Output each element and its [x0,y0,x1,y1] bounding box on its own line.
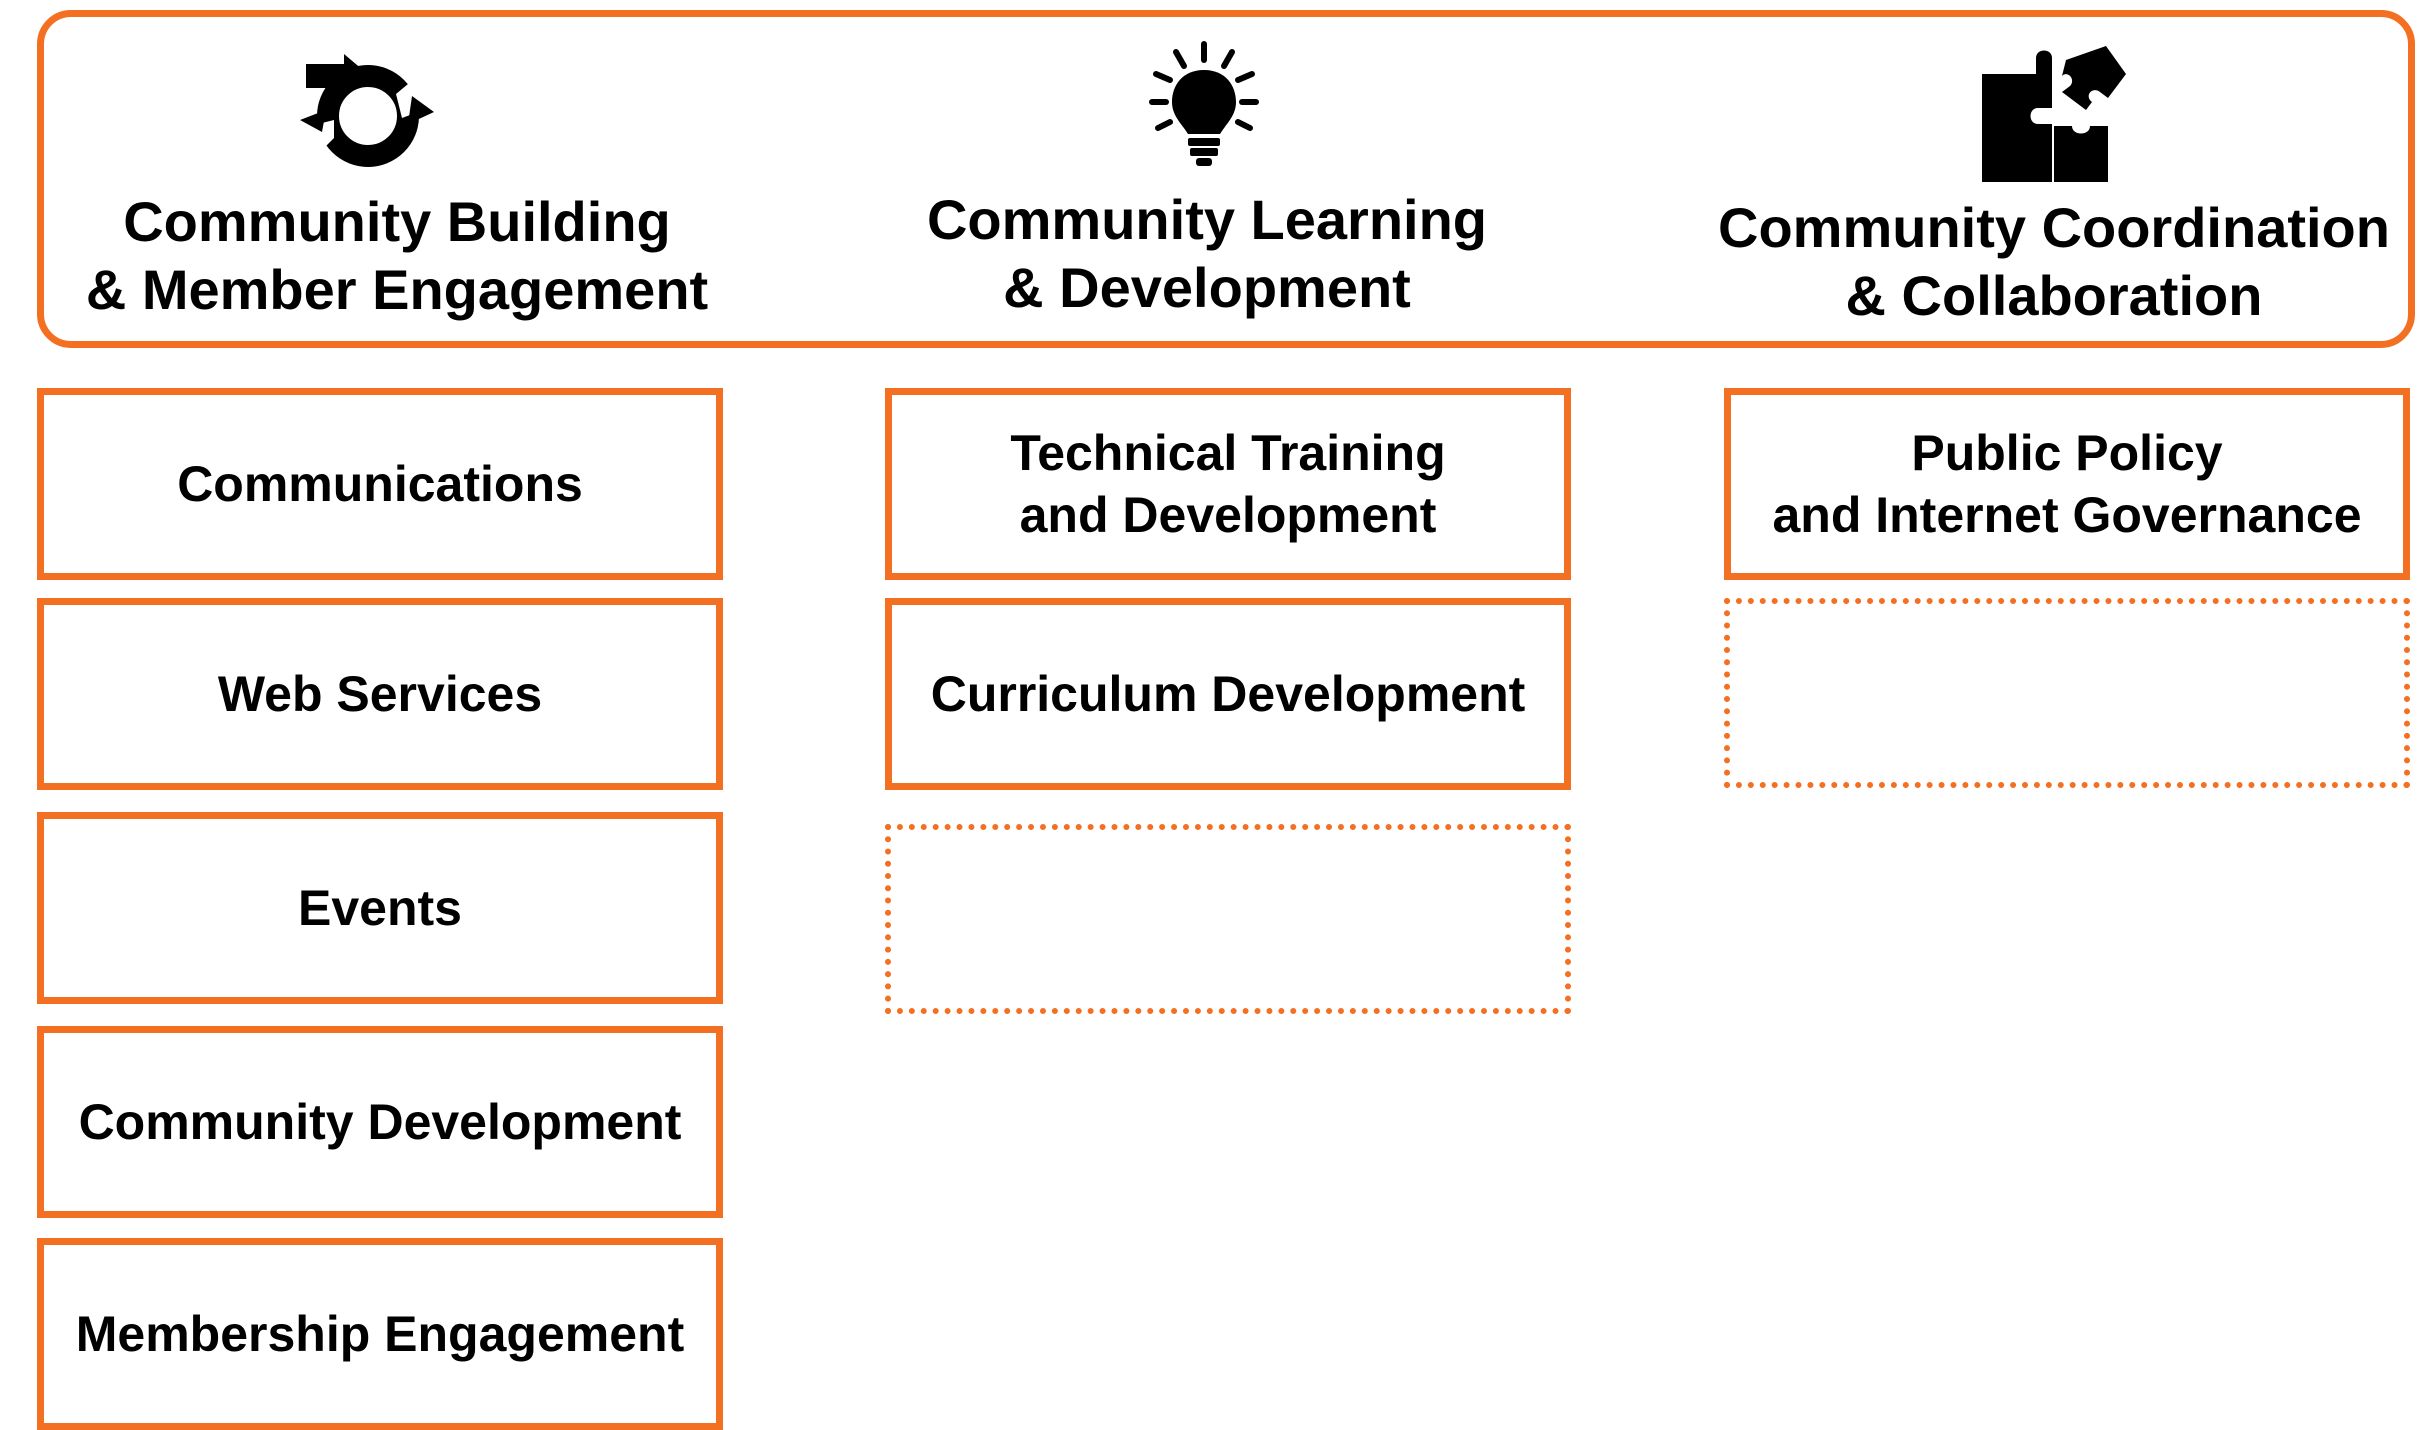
box-curriculum-development: Curriculum Development [885,598,1571,790]
box-label: Events [298,880,462,936]
pillar-title: Community Building & Member Engagement [67,188,727,324]
box-label: Public Policy and Internet Governance [1772,422,2361,546]
pillar-title-line1: Community Building [123,190,671,253]
pillars-header-frame [37,10,2415,348]
pillar-title: Community Coordination & Collaboration [1699,194,2409,330]
box-events: Events [37,812,723,1004]
box-label-line2: and Internet Governance [1772,487,2362,543]
pillar-title: Community Learning & Development [877,186,1537,322]
box-label: Membership Engagement [75,1306,685,1362]
box-web-services: Web Services [37,598,723,790]
pillar-title-line2: & Development [1003,256,1411,319]
puzzle-pieces-icon [1982,46,2126,182]
box-placeholder [885,824,1571,1014]
box-technical-training: Technical Training and Development [885,388,1571,580]
lightbulb-icon [1149,41,1259,166]
pillar-title-line2: & Collaboration [1845,264,2263,327]
box-label: Community Development [78,1094,682,1150]
box-label: Curriculum Development [930,666,1526,722]
box-label: Web Services [217,666,543,722]
pillar-title-line1: Community Coordination [1718,196,2390,259]
box-label: Communications [177,456,583,512]
pillar-title-line1: Community Learning [926,188,1488,251]
box-public-policy: Public Policy and Internet Governance [1724,388,2410,580]
box-label: Technical Training and Development [1010,422,1445,546]
box-label-line2: and Development [1019,487,1437,543]
box-placeholder [1724,598,2410,788]
box-community-development: Community Development [37,1026,723,1218]
box-label-line1: Technical Training [1010,425,1446,481]
box-communications: Communications [37,388,723,580]
pillar-title-line2: & Member Engagement [85,258,709,321]
cycle-arrows-icon [300,54,434,167]
box-label-line1: Public Policy [1911,425,2223,481]
box-membership-engagement: Membership Engagement [37,1238,723,1430]
